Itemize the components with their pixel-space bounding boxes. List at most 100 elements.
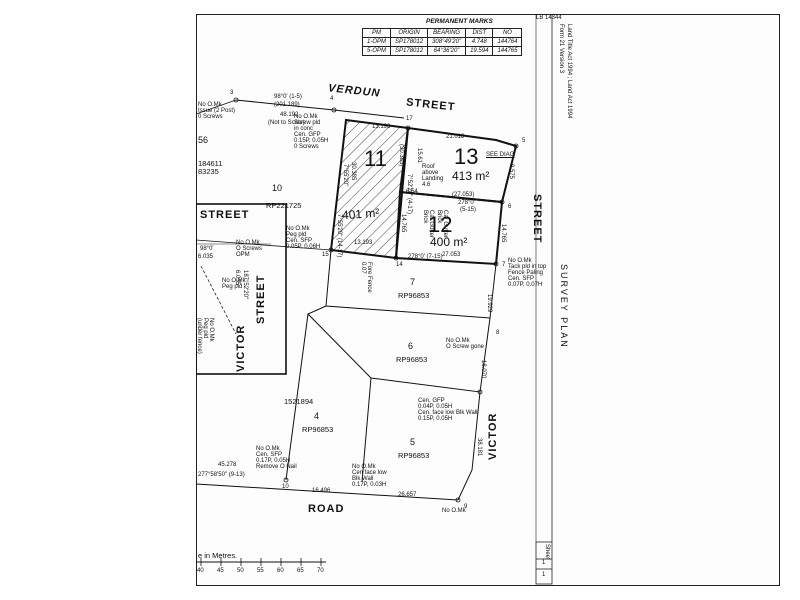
table-header: BEARING bbox=[427, 28, 467, 38]
street-west: STREET bbox=[200, 209, 250, 221]
dim-6035: 6.035 bbox=[198, 254, 214, 260]
station-9: 9 bbox=[464, 504, 468, 510]
dim-16496: 16.496 bbox=[312, 488, 331, 494]
dim-30385: 30.385 bbox=[350, 162, 356, 181]
permanent-marks-table: PM ORIGIN BEARING DIST NO 1-OPM SP178012… bbox=[361, 28, 523, 56]
station-4: 4 bbox=[330, 96, 334, 102]
note-cen-gfp: Cen. GFP 0.04P, 0.05H Cen. face low Blk … bbox=[418, 398, 478, 422]
dim-1561: 15.61 bbox=[416, 148, 422, 164]
table-cell: 4.748 bbox=[465, 37, 494, 47]
station-7: 7 bbox=[502, 262, 506, 268]
dim-not-to-scale: (Not to Scale) bbox=[268, 120, 305, 126]
table-cell: SP178012 bbox=[390, 37, 429, 47]
note-car-gutter-2: Car Gutter Brick bbox=[436, 210, 448, 239]
table-header-row: PM ORIGIN BEARING DIST NO bbox=[361, 28, 523, 38]
street-east: STREET bbox=[531, 194, 543, 244]
dim-9575: 9.575 bbox=[508, 164, 514, 180]
dim-7835: 7°55'20" bbox=[342, 164, 348, 187]
station-3: 3 bbox=[230, 90, 234, 96]
lot-56-ref2: 83235 bbox=[198, 167, 219, 176]
lot-4-number: 4 bbox=[314, 411, 320, 421]
table-cell: 5-OPM bbox=[361, 46, 392, 56]
lot-10-plan: RP221725 bbox=[266, 201, 302, 210]
dim-18070: 18.070 bbox=[480, 360, 486, 379]
station-10: 10 bbox=[282, 484, 289, 490]
dim-27053-mid: (27.053) bbox=[452, 192, 475, 198]
survey-plan-label: SURVEY PLAN bbox=[559, 264, 569, 349]
lot-7-plan: RP96853 bbox=[398, 291, 430, 300]
lot-11-number: 11 bbox=[364, 146, 387, 171]
scale-caption: e in Metres. bbox=[198, 551, 238, 560]
lot-12-area: 400 m² bbox=[430, 235, 468, 249]
lot-5-number: 5 bbox=[410, 437, 416, 447]
dim-278-sub: (5-15) bbox=[460, 207, 477, 213]
dim-45278: 45.278 bbox=[218, 462, 237, 468]
note-blk-wall: No O.Mk Cen face low Blk Wall 0.17P, 0.0… bbox=[352, 464, 387, 488]
table-cell: 144765 bbox=[492, 46, 523, 56]
dim-30385b: (30.385) bbox=[398, 144, 404, 167]
dim-654: 6.54 bbox=[406, 189, 418, 195]
table-header: ORIGIN bbox=[390, 28, 429, 38]
table-header: PM bbox=[361, 28, 392, 38]
dim-7832: 7°52'20" (4-17) bbox=[406, 174, 412, 215]
note-peg-pld: No O.Mk Peg pld Cen. SFP 0.05P, 0.06H bbox=[286, 226, 321, 250]
table-cell: 308°49'20" bbox=[427, 37, 467, 47]
lot-13-number: 13 bbox=[454, 144, 479, 169]
survey-plan-sheet: LB 14344 Land Title Act 1994 ; Land Act … bbox=[196, 14, 780, 586]
note-car-gutter-1: Car Gutter Brick bbox=[422, 210, 434, 239]
scale-tick-40: 40 bbox=[197, 568, 204, 574]
sheet-label: Sheet bbox=[544, 544, 550, 560]
permanent-marks-title: PERMANENT MARKS bbox=[426, 18, 493, 25]
see-diag-label: SEE DIAG bbox=[486, 152, 515, 158]
lot-56-number: 56 bbox=[198, 135, 209, 145]
station-14: 14 bbox=[396, 262, 403, 268]
note-screw-gone: No O.Mk O Screw gone bbox=[446, 338, 485, 350]
note-peg-pld-2: No O.Mk Peg pld bbox=[222, 278, 246, 290]
dim-27053-low: 27.053 bbox=[442, 252, 461, 258]
street-victor-west-street: STREET bbox=[255, 274, 267, 324]
scale-tick-45: 45 bbox=[217, 568, 224, 574]
scale-tick-65: 65 bbox=[297, 568, 304, 574]
side-note-1: Land Title Act 1994 ; Land Act 1994 bbox=[566, 24, 572, 119]
street-victor-east: VICTOR bbox=[487, 412, 499, 460]
station-6: 6 bbox=[508, 204, 512, 210]
table-cell: 64°36'20" bbox=[427, 46, 467, 56]
dim-top-dist: 48.192 bbox=[280, 112, 299, 118]
lot-6-number: 6 bbox=[408, 341, 414, 351]
dim-top-bearing: 98°0' (1-5) bbox=[274, 94, 302, 100]
note-corner: No O.Mk Cen. SFP 0.17P, 0.05H Remove O N… bbox=[256, 446, 297, 470]
table-cell: 1-OPM bbox=[361, 37, 392, 47]
side-note-2: Form 21 Version 3 bbox=[558, 24, 564, 74]
table-cell: 144764 bbox=[492, 37, 523, 47]
dim-19929: 19.929 bbox=[486, 294, 492, 313]
note-roof-landing: Roof above Landing 4.6 bbox=[422, 164, 444, 188]
dim-top-rp: (201.189) bbox=[274, 102, 300, 108]
station-8: 8 bbox=[496, 330, 500, 336]
note-screws-opm: No O.Mk O Screws OPM bbox=[236, 240, 263, 258]
table-cell: SP178012 bbox=[390, 46, 429, 56]
street-victor-west: VICTOR bbox=[235, 324, 247, 372]
dim-38181: 38.181 bbox=[476, 438, 482, 457]
sheet-total: 1 bbox=[542, 572, 546, 578]
scale-tick-55: 55 bbox=[257, 568, 264, 574]
lot-10-number: 10 bbox=[272, 183, 283, 193]
note-tack-pld: No O.Mk Tack pld in top Fence Paling Cen… bbox=[508, 258, 547, 288]
table-header: NO bbox=[492, 28, 523, 38]
table-row: 5-OPM SP178012 64°36'20" 19.594 144765 bbox=[361, 46, 523, 56]
table-cell: 19.594 bbox=[465, 46, 494, 56]
scale-tick-70: 70 bbox=[317, 568, 324, 574]
note-under-fence: No O.Mk Peg pld (under fence) bbox=[196, 318, 214, 354]
station-17: 17 bbox=[406, 116, 413, 122]
dim-26657: 26.657 bbox=[398, 492, 417, 498]
lot-13-area: 413 m² bbox=[452, 169, 490, 183]
dim-278: 278°0' bbox=[458, 200, 475, 206]
note-bottom: No O.Mk bbox=[442, 508, 466, 514]
dim-98b: 98°0' bbox=[200, 246, 214, 252]
sheet-number: 1 bbox=[542, 560, 546, 566]
scale-tick-50: 50 bbox=[237, 568, 244, 574]
dim-21018: 21.018 bbox=[446, 134, 465, 140]
dim-14765b: 14.765 bbox=[500, 224, 506, 243]
station-5: 5 bbox=[522, 138, 526, 144]
dim-14765a: 14.765 bbox=[400, 214, 406, 233]
lot-12-number: 12 bbox=[428, 212, 453, 237]
